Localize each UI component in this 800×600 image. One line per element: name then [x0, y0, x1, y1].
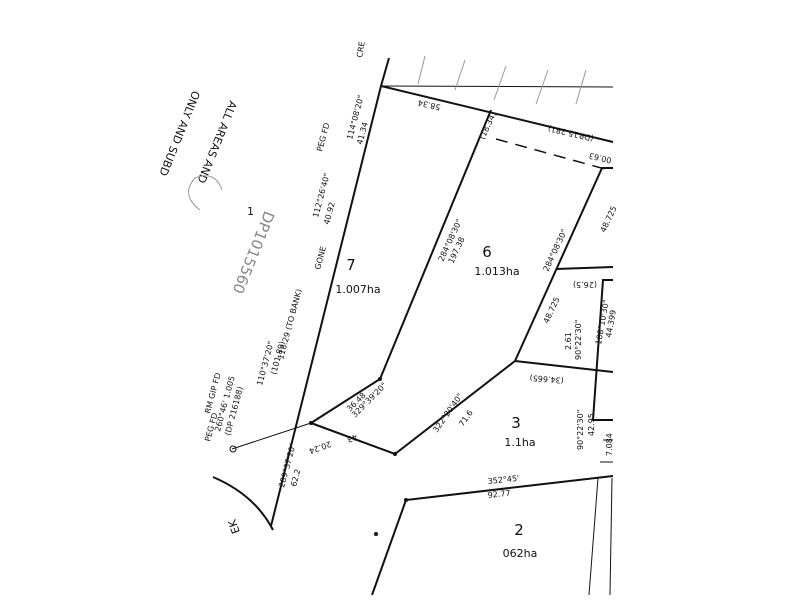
- distance-label: (34.665): [529, 373, 564, 385]
- distance-label: (26.5): [573, 280, 597, 289]
- survey-marks: [229, 377, 408, 536]
- only-and-sub-group: ONLY AND SUBD: [156, 89, 202, 178]
- corner-dot: [404, 498, 408, 502]
- distance-label: 00.63: [588, 151, 612, 165]
- distance-label: 2.61: [564, 332, 573, 350]
- street-line-b: [454, 59, 466, 91]
- plan-reference: (DP.15.281): [547, 124, 594, 143]
- distance-label: 42.95: [587, 413, 596, 436]
- distance-label: (18.34): [478, 111, 498, 141]
- lot6-lot3-boundary: [514, 360, 614, 373]
- lot-number: 2: [514, 521, 524, 539]
- street-line-a: [417, 55, 426, 85]
- lot2-east-line-2: [609, 477, 613, 596]
- corner-dot: [393, 452, 397, 456]
- lot7-south-closing: [310, 360, 516, 456]
- distance-label: 7.084: [605, 433, 614, 456]
- distance-label: 48.725: [599, 205, 619, 234]
- corner-dot: [374, 532, 378, 536]
- east-bracket: [591, 279, 613, 421]
- lot-number: 6: [482, 243, 492, 261]
- bearing-labels: 110°37'20" 118.29 (TO BANK) (101.89) 112…: [203, 41, 618, 536]
- distance-label: 62.2: [289, 468, 302, 488]
- lot-area: 1.007ha: [335, 283, 380, 296]
- street-line-c: [493, 65, 507, 101]
- corner-dot: [378, 377, 382, 381]
- bearing-label: 90°22'30": [576, 410, 585, 450]
- street-line-d: [535, 69, 549, 105]
- dp-reference: DP1015560: [229, 209, 278, 297]
- all-areas-note: ALL AREAS AND: [194, 99, 239, 185]
- only-and-sub-note: ONLY AND SUBD: [156, 89, 202, 178]
- lot7-south-boundary: [231, 422, 312, 450]
- distance-label: 20.24: [308, 439, 333, 455]
- distance-label: 92.77: [487, 489, 511, 500]
- road-name-fragment: EK: [225, 517, 242, 535]
- lot-number: 3: [511, 414, 521, 432]
- bearing-label: 90°22'30": [574, 320, 583, 360]
- distance-label: 48.725: [542, 296, 562, 325]
- distance-label: 71.6: [457, 408, 475, 428]
- lot-labels: 7 1.007ha 6 1.013ha 3 1.1ha 2 062ha: [335, 243, 537, 560]
- distance-label: 43: [346, 432, 359, 444]
- lot-number: 7: [346, 256, 356, 274]
- faint-hook-symbol: [188, 175, 223, 211]
- street-label-fragment: CRE: [355, 41, 367, 59]
- lot-1-label: 1: [247, 205, 254, 218]
- road-curve: [212, 476, 274, 531]
- bearing-label: 322°20'40": [431, 392, 464, 434]
- lot7-top-boundary: [380, 85, 614, 143]
- lot-area: 1.013ha: [474, 265, 519, 278]
- lot2-east-line: [588, 477, 599, 596]
- dp-reference-group: DP1015560: [229, 209, 278, 297]
- street-line-top: [380, 85, 614, 88]
- corner-dot: [309, 421, 313, 425]
- distance-label: 40.92: [322, 201, 337, 225]
- lot-area: 1.1ha: [504, 436, 535, 449]
- dashed-easement-line: [495, 138, 606, 170]
- lot7-lot6-division: [310, 109, 492, 424]
- peg-mark: [229, 445, 237, 453]
- peg-found-label: PEG FD: [315, 122, 331, 153]
- north-corner-line: [380, 57, 390, 87]
- east-spur-upper: [555, 266, 614, 270]
- street-line-e: [575, 69, 587, 105]
- lot-area: 062ha: [503, 547, 538, 560]
- all-areas-group: ALL AREAS AND: [194, 99, 239, 185]
- bearing-label: 352°45': [487, 474, 519, 486]
- gone-label: GONE: [313, 245, 328, 270]
- west-boundary: [270, 85, 382, 527]
- boundary-lines: [212, 55, 614, 596]
